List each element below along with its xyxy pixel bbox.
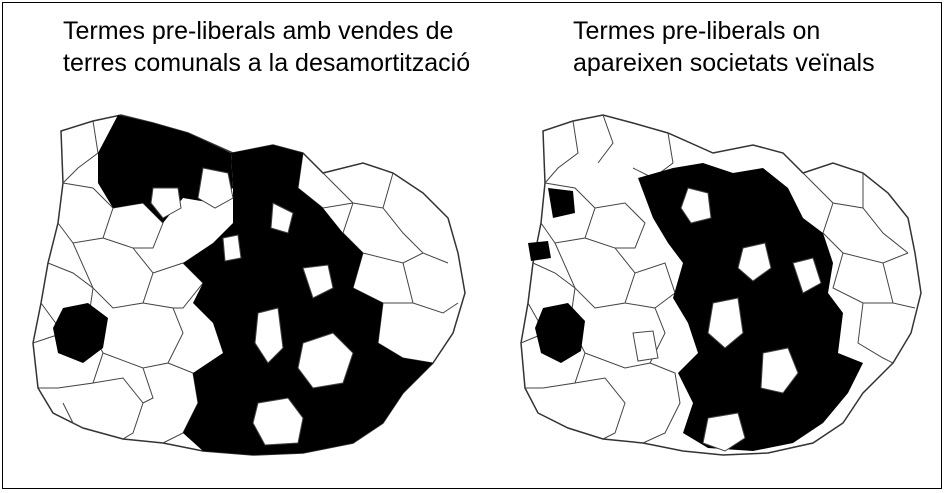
map-title-left-line2: terres comunals a la desamortització (63, 49, 471, 77)
highlighted-municipalities-right (528, 163, 863, 451)
unhighlighted-enclaves-right (632, 187, 822, 452)
map-panel-right: Termes pre-liberals on apareixen societa… (503, 3, 941, 490)
map-title-left-line1: Termes pre-liberals amb vendes de (63, 17, 454, 45)
map-title-right: Termes pre-liberals on apareixen societa… (573, 15, 875, 79)
municipality-map-left (32, 114, 466, 456)
map-title-left: Termes pre-liberals amb vendes de terres… (63, 15, 470, 79)
municipality-map-right (520, 114, 922, 456)
map-panel-left: Termes pre-liberals amb vendes de terres… (3, 3, 503, 490)
unhighlighted-enclaves-left (150, 167, 354, 446)
map-title-right-line2: apareixen societats veïnals (573, 49, 875, 77)
municipality-borders-right (520, 114, 916, 444)
map-title-right-line1: Termes pre-liberals on (573, 17, 821, 45)
